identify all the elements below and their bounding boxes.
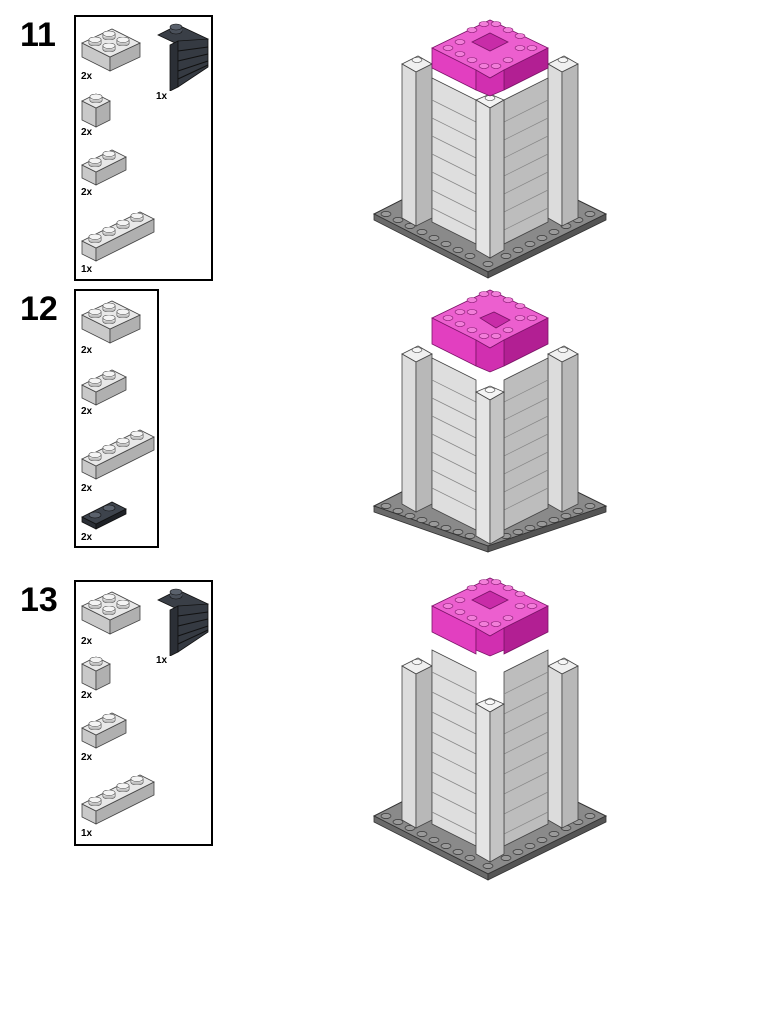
build-model-step-12 [370, 282, 610, 554]
quantity-label: 2x [81, 187, 93, 198]
quantity-label: 2x [81, 127, 93, 138]
quantity-label: 1x [81, 828, 93, 839]
quantity-label: 2x [81, 752, 93, 763]
quantity-label: 2x [81, 690, 93, 701]
step-number: 13 [20, 581, 58, 619]
quantity-label: 2x [81, 71, 93, 82]
step-number: 11 [20, 16, 56, 54]
brick-1x4-light-gray-icon [80, 768, 156, 826]
step-number: 12 [20, 290, 58, 328]
quantity-label: 2x [81, 406, 93, 417]
parts-list: 2x 1x 2x [74, 15, 213, 281]
brick-1x1-light-gray-icon [80, 89, 114, 129]
plate-1x2-black-icon [80, 497, 128, 531]
brick-2x2-light-gray-icon [80, 23, 142, 73]
quantity-label: 2x [81, 345, 93, 356]
parts-list: 2x 2x 2x 2x [74, 289, 159, 548]
quantity-label: 2x [81, 636, 93, 647]
brick-1x4-light-gray-icon [80, 205, 156, 263]
quantity-label: 1x [81, 264, 93, 275]
ladder-piece-black-icon [156, 21, 212, 91]
parts-list: 2x 1x 2x 2 [74, 580, 213, 846]
quantity-label: 1x [156, 91, 168, 102]
brick-1x2-light-gray-icon [80, 141, 128, 187]
brick-1x2-light-gray-icon [80, 704, 128, 750]
build-model-step-13 [370, 572, 610, 884]
brick-1x2-light-gray-icon [80, 361, 128, 407]
ladder-piece-black-icon [156, 586, 212, 656]
brick-1x1-light-gray-icon [80, 652, 114, 692]
quantity-label: 2x [81, 532, 93, 543]
build-model-step-11 [370, 8, 610, 280]
quantity-label: 1x [156, 655, 168, 666]
brick-2x2-light-gray-icon [80, 295, 142, 345]
brick-2x2-light-gray-icon [80, 586, 142, 636]
brick-1x4-light-gray-icon [80, 423, 156, 481]
quantity-label: 2x [81, 483, 93, 494]
